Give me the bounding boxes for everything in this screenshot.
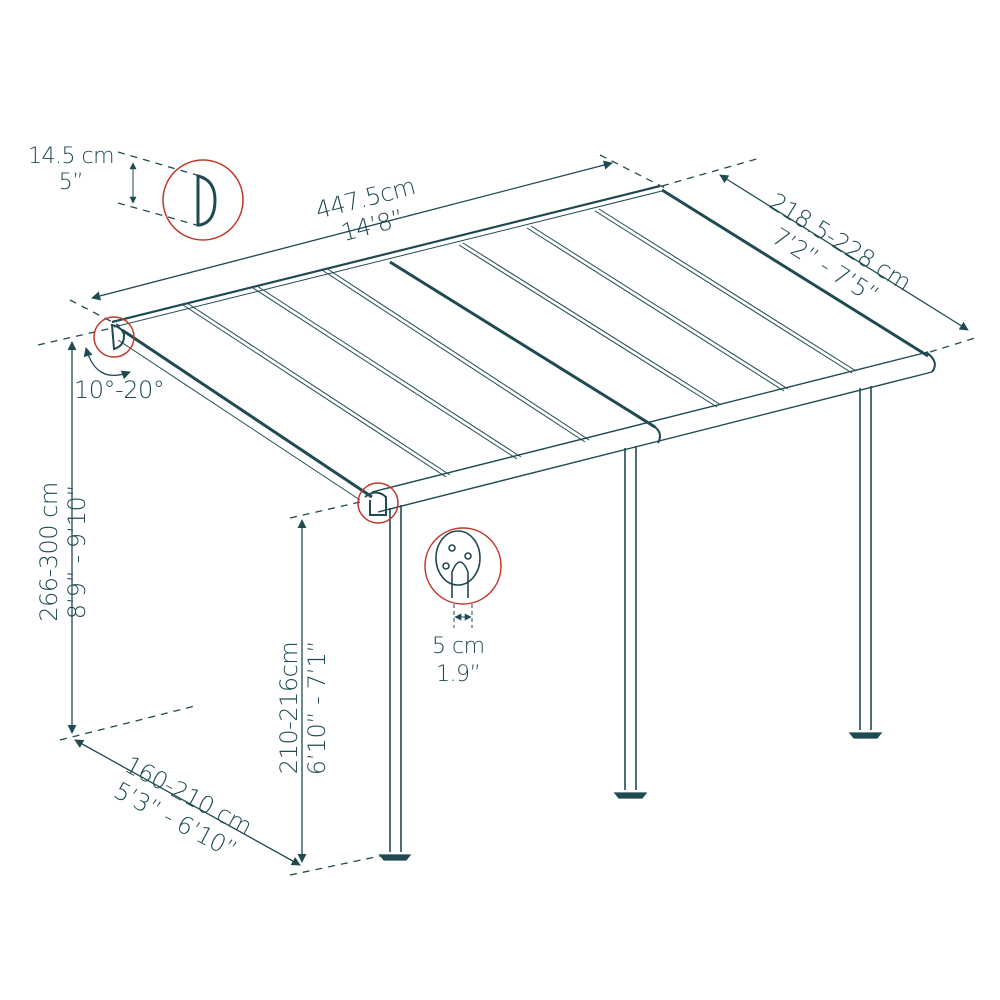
post-bracket-callout [424, 527, 502, 605]
gutter-profile-callout [162, 159, 244, 241]
projection-dimension-line [74, 739, 301, 866]
front-beam [371, 351, 929, 493]
wall-bracket-icon [110, 323, 126, 351]
clearance-height-imperial: 6’10” - 7’1” [303, 640, 331, 776]
front-beam-end-cap [925, 351, 936, 373]
extension-line [289, 854, 386, 876]
left-rafter [117, 339, 361, 501]
extension-line [37, 327, 113, 346]
clearance-height-label: 210-216cm 6’10” - 7’1” [275, 623, 331, 793]
post-middle [613, 446, 648, 799]
extension-line [929, 337, 976, 353]
extension-line [117, 151, 201, 177]
beam-joint [651, 424, 661, 444]
post-right [848, 386, 883, 739]
extension-line [117, 202, 201, 227]
front-beam [377, 371, 933, 513]
gutter-height-label: 14.5 cm 5” [28, 144, 115, 195]
gutter-height-metric: 14.5 cm [28, 144, 115, 169]
right-rafter [661, 188, 929, 358]
wall-height-label: 266-300 cm 8’9” - 9’10” [35, 467, 91, 637]
wall-height-imperial: 8’9” - 9’10” [63, 484, 91, 620]
left-rafter [121, 328, 373, 499]
length-dimension-line [91, 160, 613, 301]
wall-bracket-callout [93, 316, 135, 358]
depth-dimension-line [719, 174, 969, 331]
clearance-height-metric: 210-216cm [275, 641, 303, 775]
extension-line [661, 157, 761, 187]
post-width-label: 5 cm 1.9” [432, 636, 485, 686]
wall-rail [111, 184, 661, 324]
post-width-metric: 5 cm [432, 634, 485, 659]
post-connector-icon [364, 491, 387, 516]
post-width-imperial: 1.9” [436, 662, 481, 687]
extension-line [69, 299, 121, 327]
extension-line [599, 154, 666, 189]
post-connector-callout [357, 482, 399, 524]
pitch-arc [83, 347, 131, 380]
middle-rafter [389, 260, 656, 429]
gutter-height-imperial: 5” [58, 170, 84, 195]
extension-line [289, 501, 361, 519]
wall-rail [113, 190, 663, 328]
post-left [378, 505, 412, 861]
wall-height-metric: 266-300 cm [35, 482, 63, 622]
extension-line [59, 705, 196, 741]
gutter-profile-icon [196, 174, 217, 227]
pitch-label: 10°-20° [74, 376, 165, 404]
post-bracket-icon [435, 530, 481, 628]
roof-panel-lines [182, 208, 857, 478]
